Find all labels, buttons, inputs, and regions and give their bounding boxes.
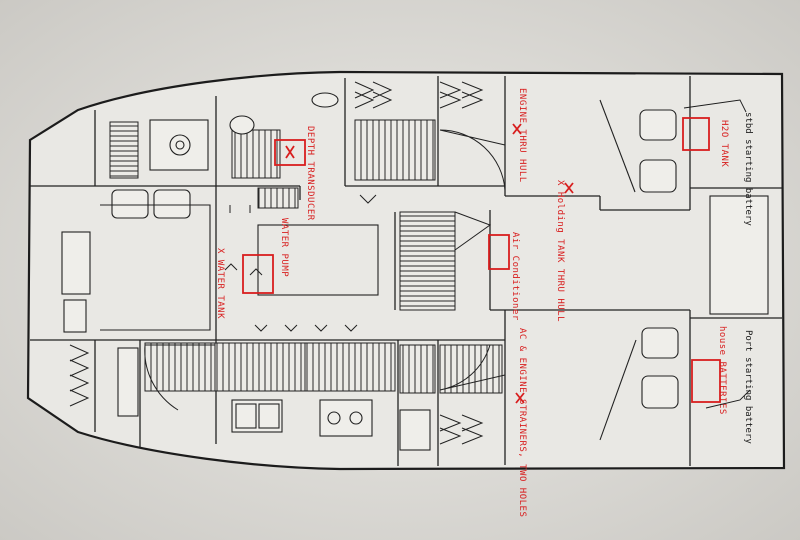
cabinet-left xyxy=(61,231,91,295)
galley-stove xyxy=(319,399,373,437)
label-holding-tank-thru-hull: X Holding TANK THRU HULL xyxy=(555,180,565,322)
saloon-table xyxy=(257,224,379,296)
label-water-pump: WATER PUMP xyxy=(279,218,289,277)
label-depth-transducer: DEPTH TRANSDUCER xyxy=(305,126,315,221)
cushions xyxy=(100,99,679,441)
label-port-starting-battery: Port starting battery xyxy=(743,330,753,444)
port-battery-box xyxy=(691,359,721,403)
toilet xyxy=(229,115,255,135)
hatch-box-stern xyxy=(709,195,769,315)
label-engine-thru-hull: ENGINE THRU HULL xyxy=(517,88,527,183)
label-stbd-starting-battery: stbd starting battery xyxy=(743,112,753,226)
label-house-batteries: house BATTERIES xyxy=(717,326,727,415)
pencil-lines xyxy=(683,99,751,409)
galley-sink xyxy=(231,399,283,433)
rope-lockers xyxy=(69,81,484,445)
hatched-areas xyxy=(109,119,503,394)
door-swings xyxy=(144,129,506,411)
depth-transducer-box xyxy=(274,139,306,166)
stove-top xyxy=(149,119,209,171)
annotation-labels: ENGINE THRU HULL H2O TANK stbd starting … xyxy=(215,88,753,517)
label-air-conditioner: Air Conditioner xyxy=(510,232,520,321)
air-conditioner-box xyxy=(488,234,510,270)
water-pump-box xyxy=(242,254,274,294)
fixtures xyxy=(61,92,769,451)
wash-basin xyxy=(311,92,339,108)
label-h2o-tank: H2O TANK xyxy=(719,120,729,167)
cabin-walls xyxy=(30,76,782,466)
label-ac-engine-strainers: AC & ENGINE STRAINERS, TWO HOLES xyxy=(517,328,527,517)
fridge-box xyxy=(117,347,139,417)
label-water-tank: X WATER TANK xyxy=(215,248,225,319)
annotation-marks xyxy=(242,117,721,404)
h2o-tank-box xyxy=(682,117,710,151)
